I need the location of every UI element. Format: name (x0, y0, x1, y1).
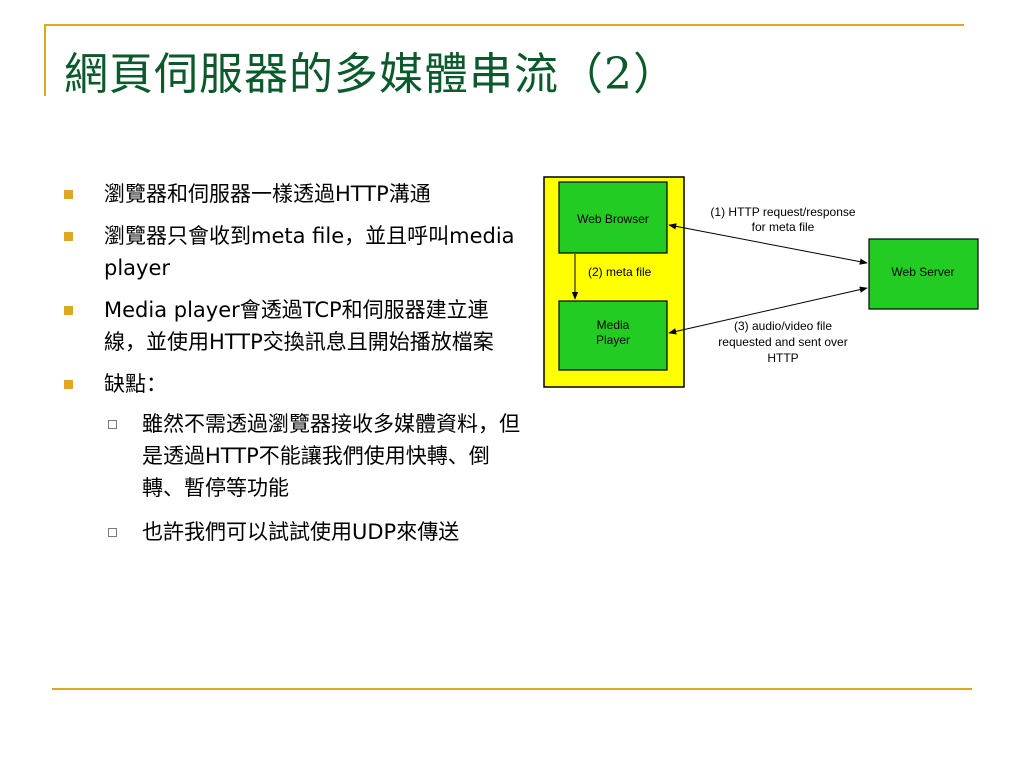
sub-bullet-item: 雖然不需透過瀏覽器接收多媒體資料，但是透過HTTP不能讓我們使用快轉、倒轉、暫停… (104, 408, 530, 504)
bullet-text: 缺點： (104, 372, 167, 396)
arrow-browser-server (668, 223, 868, 265)
web-browser-label: Web Browser (577, 212, 649, 226)
bullet-text: 瀏覽器只會收到meta file，並且呼叫media player (104, 224, 515, 280)
sub-bullet-text: 雖然不需透過瀏覽器接收多媒體資料，但是透過HTTP不能讓我們使用快轉、倒轉、暫停… (142, 412, 520, 500)
square-bullet-icon (64, 380, 73, 389)
sub-bullet-text: 也許我們可以試試使用UDP來傳送 (142, 520, 460, 544)
web-server-label: Web Server (891, 265, 954, 279)
sub-bullet-item: 也許我們可以試試使用UDP來傳送 (104, 516, 530, 548)
web-browser-box (558, 181, 668, 254)
bullet-item: 缺點： 雖然不需透過瀏覽器接收多媒體資料，但是透過HTTP不能讓我們使用快轉、倒… (60, 368, 530, 548)
square-bullet-icon (64, 306, 73, 315)
media-player-label: Media (597, 318, 630, 332)
bullet-text: 瀏覽器和伺服器一樣透過HTTP溝通 (104, 182, 431, 206)
slide-title: 網頁伺服器的多媒體串流（2） (64, 49, 678, 100)
arrow1-label: for meta file (752, 220, 815, 234)
web-server-box (868, 238, 979, 310)
accent-vertical-line (44, 24, 46, 96)
arrow2-label: (2) meta file (588, 265, 652, 279)
hollow-square-bullet-icon (108, 420, 117, 429)
arrow-player-server (668, 286, 868, 335)
bullet-item: 瀏覽器和伺服器一樣透過HTTP溝通 (60, 178, 530, 210)
bullet-item: 瀏覽器只會收到meta file，並且呼叫media player (60, 220, 530, 284)
arrow3-label: requested and sent over (718, 335, 847, 349)
arrow1-label: (1) HTTP request/response (710, 205, 855, 219)
bullet-item: Media player會透過TCP和伺服器建立連線，並使用HTTP交換訊息且開… (60, 294, 530, 358)
streaming-diagram: Web Browser Media Player Web Server (1) … (543, 176, 979, 388)
media-player-label: Player (596, 333, 630, 347)
arrow3-label: (3) audio/video file (734, 319, 832, 333)
sub-bullet-list: 雖然不需透過瀏覽器接收多媒體資料，但是透過HTTP不能讓我們使用快轉、倒轉、暫停… (104, 408, 530, 548)
bullet-text: Media player會透過TCP和伺服器建立連線，並使用HTTP交換訊息且開… (104, 298, 494, 354)
hollow-square-bullet-icon (108, 528, 117, 537)
square-bullet-icon (64, 232, 73, 241)
accent-bottom-line (52, 688, 972, 690)
arrow3-label: HTTP (767, 351, 798, 365)
square-bullet-icon (64, 190, 73, 199)
accent-top-line (44, 24, 964, 26)
bullet-list: 瀏覽器和伺服器一樣透過HTTP溝通 瀏覽器只會收到meta file，並且呼叫m… (60, 178, 530, 560)
media-player-box (558, 300, 668, 371)
